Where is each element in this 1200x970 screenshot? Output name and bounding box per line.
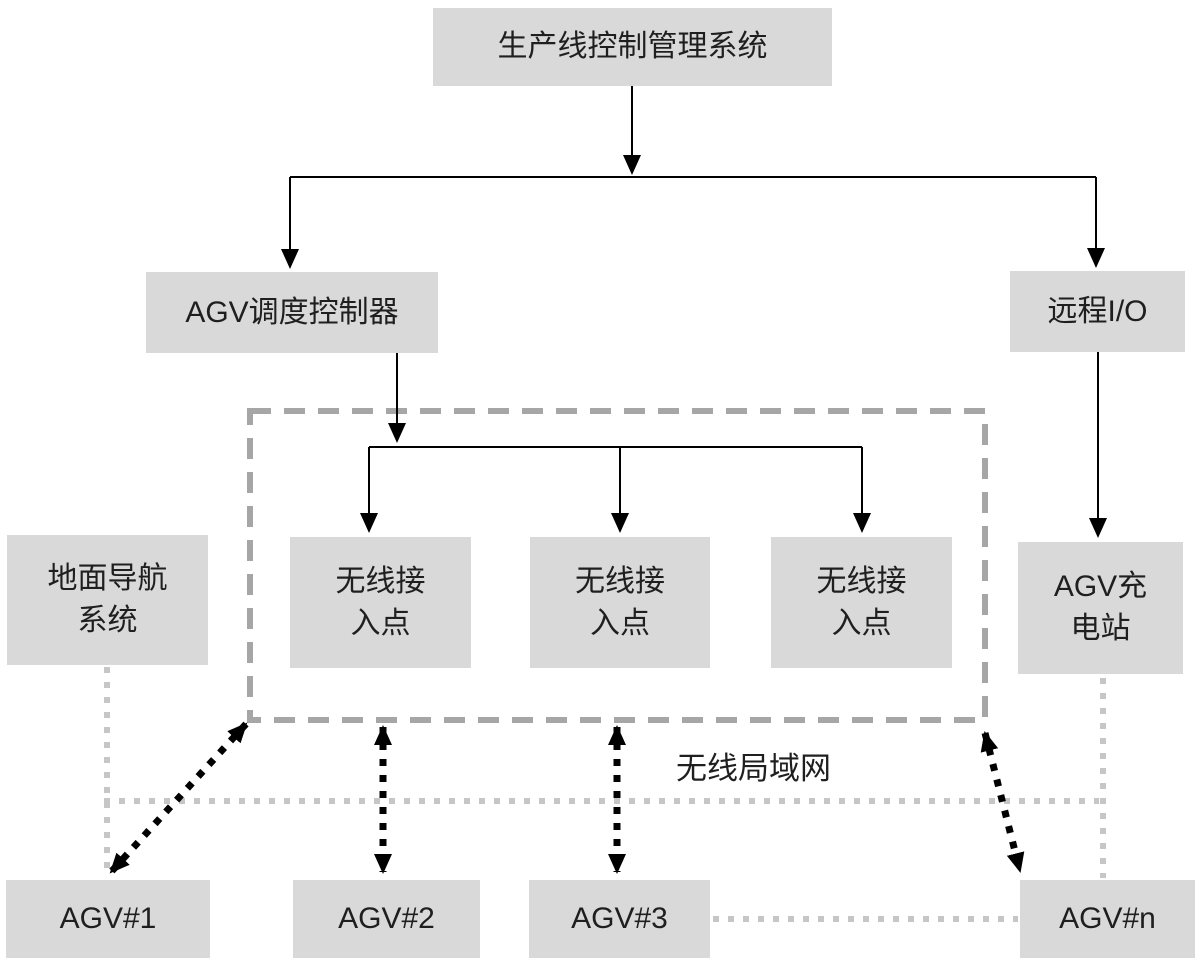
node-agv-charging-station: AGV充 电站 <box>1018 542 1183 674</box>
node-agv-1: AGV#1 <box>6 880 210 958</box>
node-agv-3: AGV#3 <box>529 880 710 958</box>
wlan-label: 无线局域网 <box>676 751 831 786</box>
node-wireless-ap-1: 无线接 入点 <box>290 537 471 668</box>
node-agv-n: AGV#n <box>1020 880 1195 958</box>
node-ground-navigation: 地面导航 系统 <box>7 535 208 665</box>
node-wireless-ap-3: 无线接 入点 <box>771 537 952 668</box>
wireless-link-agvn <box>980 731 1025 873</box>
wlan-dashed-boundary <box>247 408 988 723</box>
node-remote-io: 远程I/O <box>1010 271 1185 352</box>
node-production-system: 生产线控制管理系统 <box>433 8 832 86</box>
node-agv-2: AGV#2 <box>293 880 480 958</box>
node-agv-scheduler: AGV调度控制器 <box>146 272 438 353</box>
wireless-link-agv1 <box>108 721 249 875</box>
node-wireless-ap-2: 无线接 入点 <box>530 537 710 668</box>
